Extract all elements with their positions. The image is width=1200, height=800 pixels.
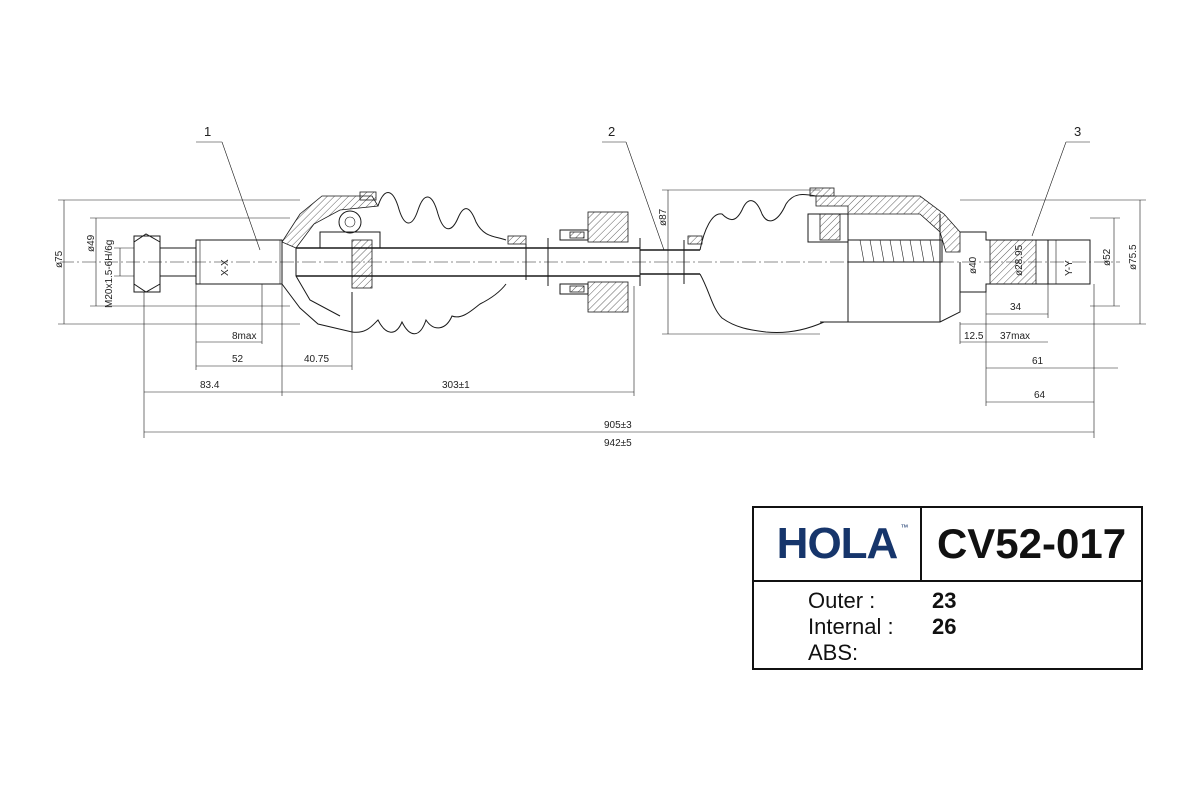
axis-label-y: Y-Y [1064,260,1075,276]
dim-83-4: 83.4 [200,380,220,391]
spec-label-internal: Internal : [808,614,894,639]
spec-value-outer: 23 [932,588,957,613]
dim-d52: ø52 [1102,248,1113,266]
damper-weight [559,211,629,313]
dim-thread: M20x1.5-6H/6g [104,240,115,308]
trademark-mark: ™ [900,523,908,532]
main-shaft [296,238,700,286]
left-diameter-dims [58,199,300,325]
callout-2: 2 [608,124,615,139]
part-number: CV52-017 [936,520,1127,567]
dim-303: 303±1 [442,380,470,391]
dim-61: 61 [1032,356,1044,367]
dim-905: 905±3 [604,420,632,431]
dim-37max: 37max [1000,331,1030,342]
brand-logo-text: HOLA [776,519,899,568]
dim-d87: ø87 [658,208,669,226]
right-diameter-dims [662,189,1146,335]
spec-label-outer: Outer : [808,588,876,613]
outer-cv-joint [281,195,381,333]
dim-52: 52 [232,354,244,365]
spec-label-abs: ABS: [808,640,859,665]
inner-stub-shaft [960,231,1091,293]
dim-64: 64 [1034,390,1046,401]
callout-3: 3 [1074,124,1081,139]
part-number-cell: CV52-017 [922,508,1141,580]
dim-d75: ø75 [54,250,65,268]
dim-8max: 8max [232,331,256,342]
dim-d49: ø49 [86,234,97,252]
dim-40-75: 40.75 [304,354,329,365]
dim-d40: ø40 [968,256,979,274]
dim-942: 942±5 [604,438,632,449]
spec-value-internal: 26 [932,614,957,639]
dim-34: 34 [1010,302,1022,313]
outer-boot [351,191,527,335]
inner-cv-joint [807,195,961,323]
dim-d28: ø28.95 [1014,244,1025,276]
axis-label-x: X-X [220,259,231,276]
inner-boot [687,187,835,333]
outer-stub-shaft [133,233,283,293]
callout-1: 1 [204,124,211,139]
dim-d755: ø75.5 [1128,244,1139,270]
callout-leaders [196,141,1090,251]
length-dims [143,284,1118,438]
dim-12-5: 12.5 [964,331,984,342]
